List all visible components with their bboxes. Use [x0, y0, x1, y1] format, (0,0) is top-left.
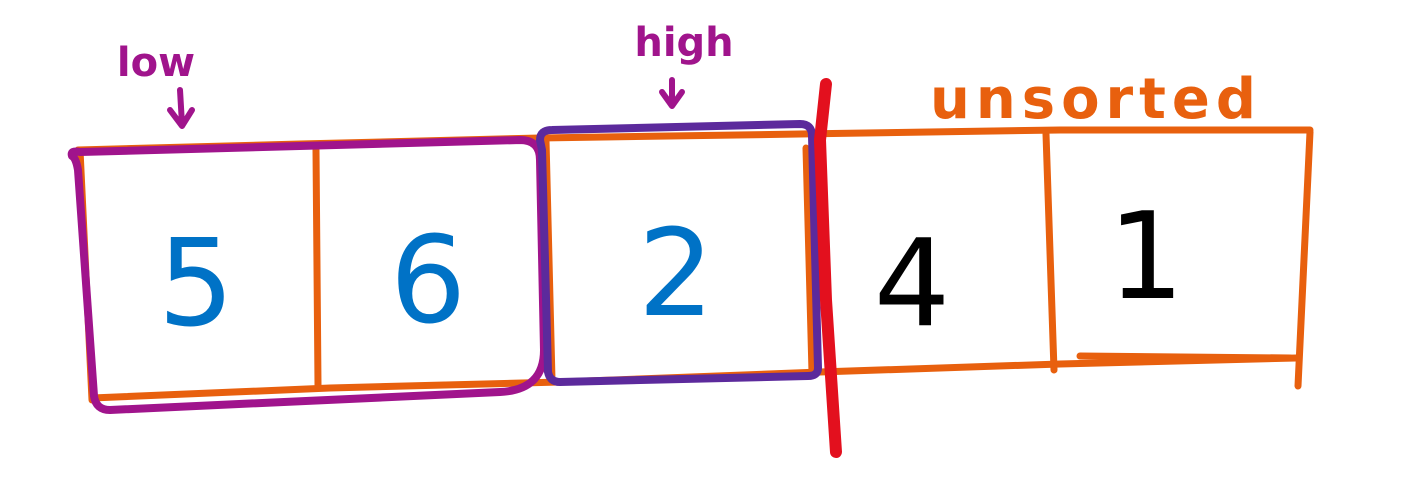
unsorted-region-label: unsorted [930, 67, 1262, 132]
high-label: high [634, 20, 733, 66]
cell-divider-3 [802, 144, 816, 376]
cell-value-2: 2 [638, 205, 714, 344]
cell-value-1: 6 [390, 212, 466, 351]
low-arrow-icon [167, 87, 195, 129]
high-pointer: high [634, 20, 734, 109]
unsorted-label: unsorted [930, 67, 1262, 132]
array-right-border [1294, 128, 1314, 390]
cell-value-0: 5 [158, 215, 234, 354]
cell-divider-4 [1042, 130, 1058, 374]
low-label: low [117, 40, 195, 86]
low-pointer: low [117, 40, 195, 129]
cell-divider-1 [312, 146, 322, 389]
low-group-box [67, 136, 548, 414]
cell-value-4: 1 [1108, 188, 1184, 327]
sorted-unsorted-divider [813, 78, 842, 458]
bottom-stub [1076, 352, 1294, 362]
array-values: 5 6 2 4 1 [158, 188, 1184, 354]
cell-value-3: 4 [874, 215, 950, 354]
high-arrow-icon [659, 77, 685, 109]
high-group-box [536, 120, 822, 386]
